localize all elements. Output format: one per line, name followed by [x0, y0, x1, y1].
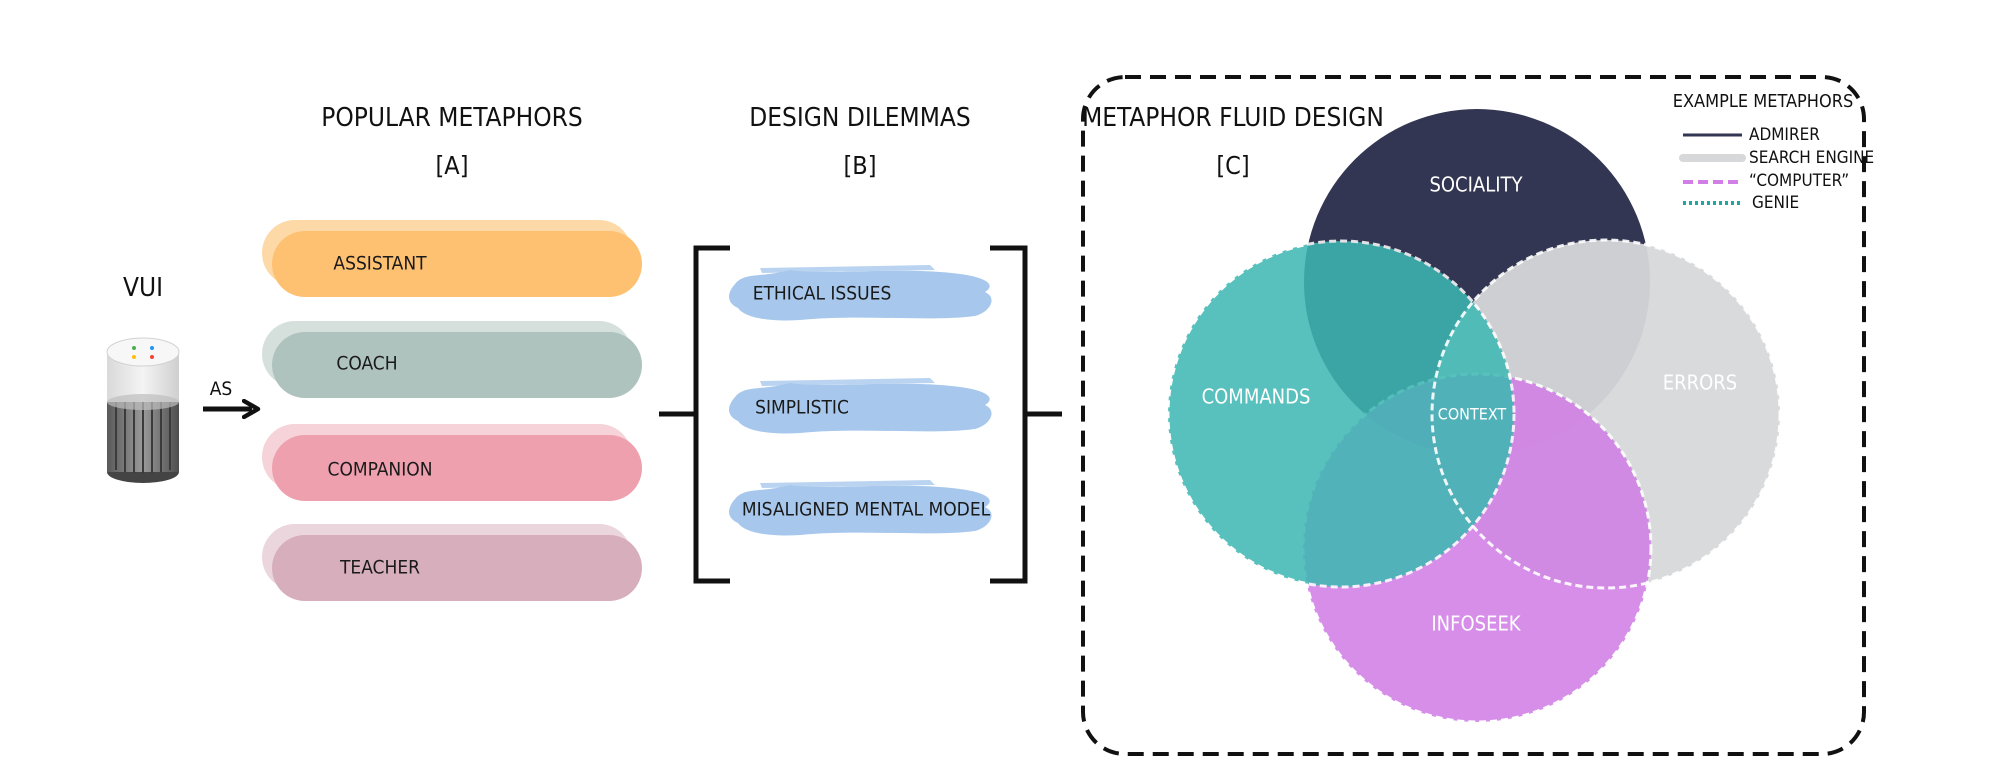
- section-b-title: DESIGN DILEMMAS: [749, 103, 971, 133]
- dilemma-ethical-issues: ETHICAL ISSUES: [729, 265, 992, 321]
- section-metaphor-fluid-design: METAPHOR FLUID DESIGN [C] SOCIALITY COMM…: [1081, 75, 1874, 756]
- metaphor-pill-assistant: ASSISTANT: [262, 220, 642, 297]
- dilemma-simplistic: SIMPLISTIC: [729, 378, 992, 434]
- left-bracket: [659, 245, 730, 584]
- pill-label: COMPANION: [328, 459, 433, 481]
- section-c-title: METAPHOR FLUID DESIGN: [1082, 103, 1384, 133]
- legend-label: GENIE: [1752, 193, 1799, 213]
- venn-label-commands: COMMANDS: [1202, 385, 1311, 409]
- venn-outline-errors: [1430, 238, 1782, 590]
- legend-label: “COMPUTER”: [1749, 171, 1849, 191]
- metaphor-pill-coach: COACH: [262, 321, 642, 398]
- section-b-tag: [B]: [844, 151, 877, 180]
- venn-diagram: SOCIALITY COMMANDS ERRORS INFOSEEK CONTE…: [1166, 109, 1782, 724]
- pill-label: COACH: [336, 353, 397, 375]
- dashed-frame: [1081, 75, 1866, 756]
- as-label: AS: [210, 378, 233, 400]
- legend-title: EXAMPLE METAPHORS: [1673, 91, 1854, 112]
- venn-label-infoseek: INFOSEEK: [1431, 612, 1521, 636]
- venn-label-context: CONTEXT: [1438, 405, 1507, 424]
- pill-label: ASSISTANT: [333, 253, 427, 275]
- dilemma-label: MISALIGNED MENTAL MODEL: [742, 499, 991, 521]
- legend-label: SEARCH ENGINE: [1749, 148, 1874, 168]
- metaphor-pill-teacher: TEACHER: [262, 524, 642, 601]
- section-a-tag: [A]: [436, 151, 469, 180]
- right-bracket: [990, 245, 1062, 584]
- dilemma-label: SIMPLISTIC: [755, 397, 849, 419]
- section-c-tag: [C]: [1216, 151, 1249, 180]
- dilemma-misaligned-mental-model: MISALIGNED MENTAL MODEL: [729, 480, 992, 536]
- section-design-dilemmas: DESIGN DILEMMAS [B] ETHICAL ISSUES SIMPL…: [659, 103, 1062, 584]
- section-a-title: POPULAR METAPHORS: [321, 103, 582, 133]
- venn-circle-commands: [1166, 239, 1516, 589]
- metaphor-pill-companion: COMPANION: [262, 424, 642, 501]
- vui-label: VUI: [123, 273, 163, 303]
- venn-label-errors: ERRORS: [1663, 371, 1737, 395]
- venn-label-sociality: SOCIALITY: [1429, 173, 1523, 197]
- vui-group: VUI AS: [106, 273, 252, 483]
- legend-label: ADMIRER: [1749, 125, 1820, 145]
- section-popular-metaphors: POPULAR METAPHORS [A] ASSISTANT COACH CO…: [262, 103, 642, 601]
- pill-label: TEACHER: [339, 557, 420, 579]
- smart-speaker-icon: [106, 337, 180, 483]
- legend: EXAMPLE METAPHORS ADMIRER SEARCH ENGINE …: [1673, 91, 1874, 213]
- dilemma-label: ETHICAL ISSUES: [753, 283, 892, 305]
